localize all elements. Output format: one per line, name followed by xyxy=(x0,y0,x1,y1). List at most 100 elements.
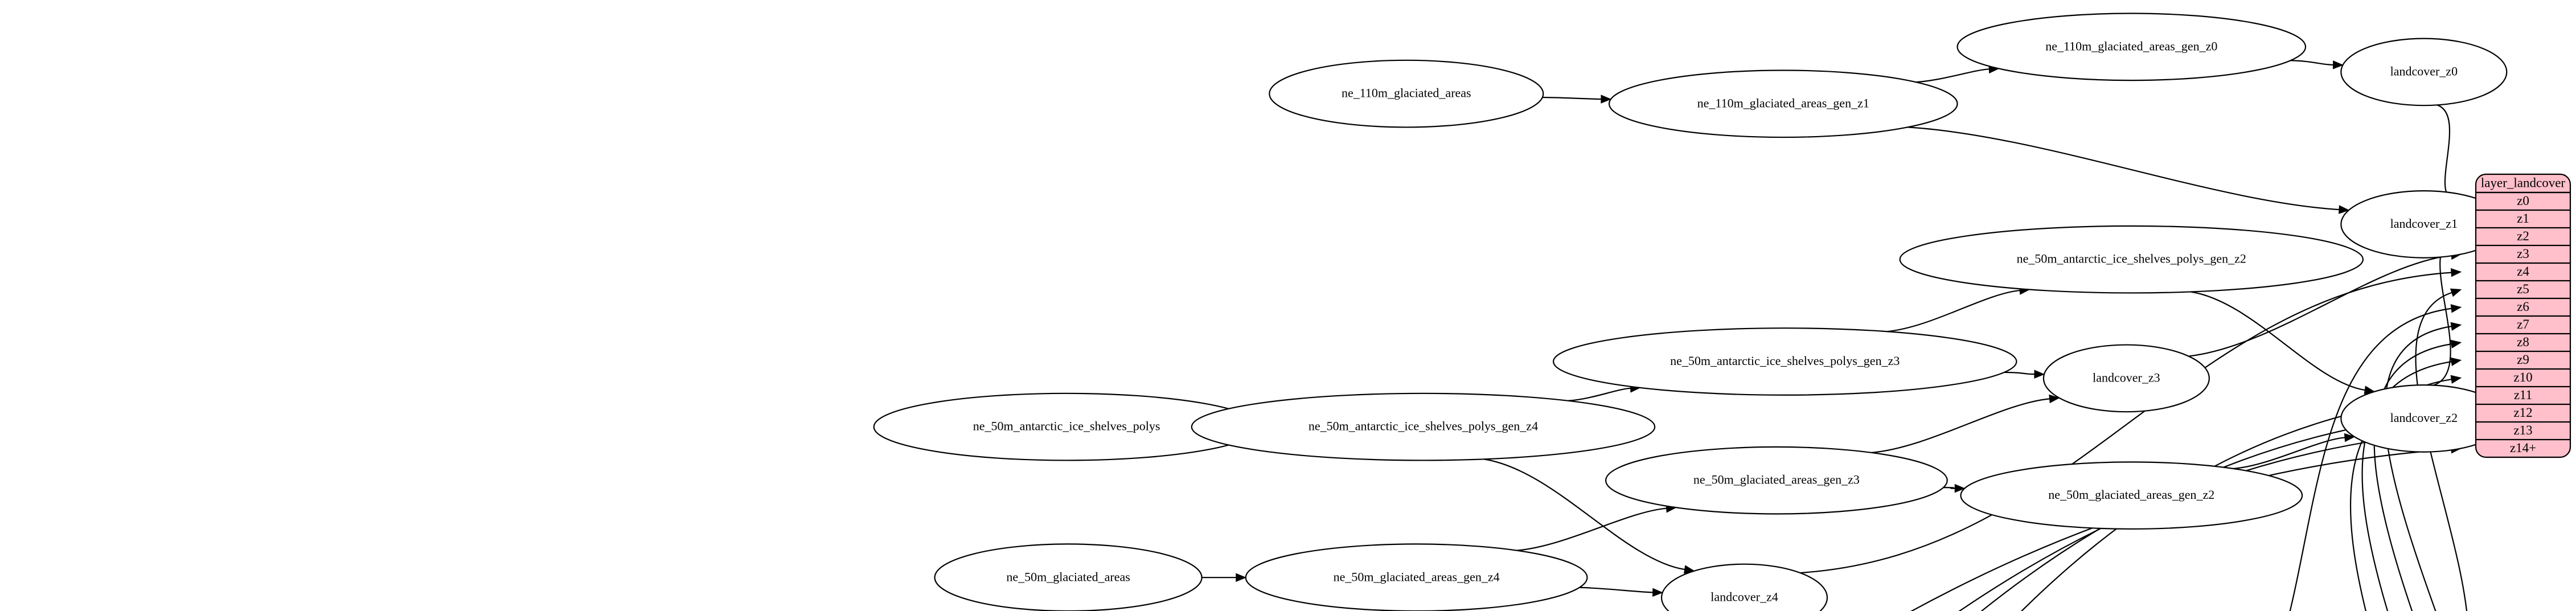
graph-node-ne_50m_glaciated_areas[interactable]: ne_50m_glaciated_areas xyxy=(934,543,1203,611)
node-ellipse xyxy=(2340,38,2508,106)
graph-edge xyxy=(1915,68,1990,83)
edge-arrowhead xyxy=(2450,357,2462,366)
graph-node-ne_50m_antarctic_ice_shelves_polys_gen_z3[interactable]: ne_50m_antarctic_ice_shelves_polys_gen_z… xyxy=(1552,327,2017,396)
graph-node-ne_50m_antarctic_ice_shelves_polys_gen_z2[interactable]: ne_50m_antarctic_ice_shelves_polys_gen_z… xyxy=(1899,225,2364,294)
node-ellipse xyxy=(1660,563,1828,611)
graph-node-ne_50m_glaciated_areas_gen_z2[interactable]: ne_50m_glaciated_areas_gen_z2 xyxy=(1960,461,2303,530)
edge-arrowhead xyxy=(1652,588,1663,597)
graph-node-ne_50m_antarctic_ice_shelves_polys_gen_z4[interactable]: ne_50m_antarctic_ice_shelves_polys_gen_z… xyxy=(1191,392,1656,461)
node-ellipse xyxy=(1191,392,1656,461)
edge-arrowhead xyxy=(2450,322,2462,331)
graph-edge xyxy=(1886,289,2020,333)
graph-edge xyxy=(2415,292,2468,611)
graph-edge xyxy=(2004,371,2034,375)
graph-node-landcover_z4[interactable]: landcover_z4 xyxy=(1660,563,1828,611)
graph-node-ne_110m_glaciated_areas_gen_z0[interactable]: ne_110m_glaciated_areas_gen_z0 xyxy=(1956,13,2307,81)
graph-edge xyxy=(1943,487,1955,489)
graph-edge xyxy=(1910,448,2452,611)
record-row-z3[interactable]: z3 xyxy=(2517,247,2529,261)
edge-arrowhead xyxy=(2450,288,2462,297)
record-title: layer_landcover xyxy=(2481,175,2565,190)
node-label: ne_110m_glaciated_areas_gen_z1 xyxy=(1697,96,1869,110)
graph-edge xyxy=(1908,126,2340,211)
node-ellipse xyxy=(1245,543,1588,611)
record-row-z6[interactable]: z6 xyxy=(2517,300,2529,314)
record-row-z0[interactable]: z0 xyxy=(2517,194,2529,208)
node-label: ne_110m_glaciated_areas_gen_z0 xyxy=(2045,39,2217,53)
node-label: ne_50m_glaciated_areas_gen_z3 xyxy=(1693,473,1860,487)
graph-edge xyxy=(2233,437,2345,470)
node-label: ne_50m_glaciated_areas_gen_z4 xyxy=(1334,569,1500,584)
node-ellipse xyxy=(934,543,1203,611)
graph-node-landcover_z0[interactable]: landcover_z0 xyxy=(2340,38,2508,106)
record-row-z10[interactable]: z10 xyxy=(2513,370,2532,384)
record-node-layer: layer_landcover z0 z1 z2 z3 z4 z5 z6 z7 z8 z9 z10 z1… xyxy=(2475,173,2571,458)
record-row-z9[interactable]: z9 xyxy=(2517,352,2529,367)
graph-edge xyxy=(2436,104,2452,199)
record-row-z12[interactable]: z12 xyxy=(2513,405,2532,420)
node-label: ne_50m_antarctic_ice_shelves_polys_gen_z… xyxy=(2017,252,2246,266)
graph-node-ne_110m_glaciated_areas_gen_z1[interactable]: ne_110m_glaciated_areas_gen_z1 xyxy=(1608,69,1958,138)
edge-arrowhead xyxy=(2034,370,2045,379)
edge-arrowhead xyxy=(2450,304,2462,313)
edge-arrowhead xyxy=(2332,60,2344,69)
edge-arrowhead xyxy=(1601,95,1612,104)
node-label: landcover_z2 xyxy=(2390,411,2458,425)
record-row-z1[interactable]: z1 xyxy=(2517,211,2529,225)
edge-arrowhead xyxy=(2450,339,2462,348)
record-row-z11[interactable]: z11 xyxy=(2514,388,2532,402)
node-ellipse xyxy=(1960,461,2303,530)
graph-node-landcover_z2[interactable]: landcover_z2 xyxy=(2340,384,2508,453)
node-label: ne_50m_antarctic_ice_shelves_polys xyxy=(973,419,1160,433)
node-ellipse xyxy=(2042,344,2210,413)
graph-edge xyxy=(1484,458,1685,571)
node-ellipse xyxy=(1608,69,1958,138)
graph-edge xyxy=(1872,398,2050,453)
node-ellipse xyxy=(1552,327,2017,396)
edge-arrowhead xyxy=(2451,268,2462,277)
edge-arrowhead xyxy=(2339,205,2350,214)
graph-edge xyxy=(2290,60,2333,65)
record-row-z13[interactable]: z13 xyxy=(2513,423,2532,437)
record-row-z14+[interactable]: z14+ xyxy=(2510,441,2536,455)
node-ellipse xyxy=(1899,225,2364,294)
graph-edge xyxy=(2349,379,2452,611)
node-label: ne_50m_glaciated_areas xyxy=(1006,569,1130,584)
node-label: ne_110m_glaciated_areas xyxy=(1342,86,1471,100)
graph-edge xyxy=(2289,307,2452,611)
record-row-z8[interactable]: z8 xyxy=(2517,335,2529,349)
record-node-layer-landcover[interactable]: layer_landcover z0 z1 z2 z3 z4 z5 z6 z7 z8 z9 z10 z1… xyxy=(2475,173,2571,458)
graph-edge xyxy=(2191,291,2365,391)
edge-arrowhead xyxy=(2049,394,2060,404)
node-label: landcover_z4 xyxy=(1711,590,1778,604)
graph-edge xyxy=(1568,387,1631,401)
node-label: ne_50m_antarctic_ice_shelves_polys_gen_z… xyxy=(1670,354,1900,368)
record-row-z2[interactable]: z2 xyxy=(2517,229,2529,243)
node-label: ne_50m_glaciated_areas_gen_z2 xyxy=(2048,487,2214,502)
node-ellipse xyxy=(1269,59,1544,128)
node-ellipse xyxy=(1956,13,2307,81)
graph-edge xyxy=(2188,255,2452,357)
graph-node-ne_50m_glaciated_areas_gen_z4[interactable]: ne_50m_glaciated_areas_gen_z4 xyxy=(1245,543,1588,611)
graph-edge xyxy=(1800,272,2452,574)
graph-edge xyxy=(1579,587,1653,593)
record-row-z7[interactable]: z7 xyxy=(2517,317,2529,331)
graph-edge xyxy=(1516,507,1667,551)
graph-node-landcover_z3[interactable]: landcover_z3 xyxy=(2042,344,2210,413)
record-row-z4[interactable]: z4 xyxy=(2517,264,2529,278)
edge-arrowhead xyxy=(2344,433,2356,442)
graph-node-ne_50m_glaciated_areas_gen_z3[interactable]: ne_50m_glaciated_areas_gen_z3 xyxy=(1605,446,1948,515)
node-label: ne_50m_antarctic_ice_shelves_polys_gen_z… xyxy=(1308,419,1538,433)
edge-arrowhead xyxy=(2450,375,2462,384)
graph-node-ne_110m_glaciated_areas[interactable]: ne_110m_glaciated_areas xyxy=(1269,59,1544,128)
node-ellipse xyxy=(1605,446,1948,515)
edge-arrowhead xyxy=(1954,483,1966,493)
graph-edge xyxy=(2384,326,2452,611)
node-label: landcover_z0 xyxy=(2390,64,2458,78)
record-row-z5[interactable]: z5 xyxy=(2517,282,2529,296)
edge-arrowhead xyxy=(1236,573,1247,582)
node-label: landcover_z1 xyxy=(2390,216,2458,231)
graph-node-ne_50m_antarctic_ice_shelves_polys[interactable]: ne_50m_antarctic_ice_shelves_polys xyxy=(873,392,1260,461)
